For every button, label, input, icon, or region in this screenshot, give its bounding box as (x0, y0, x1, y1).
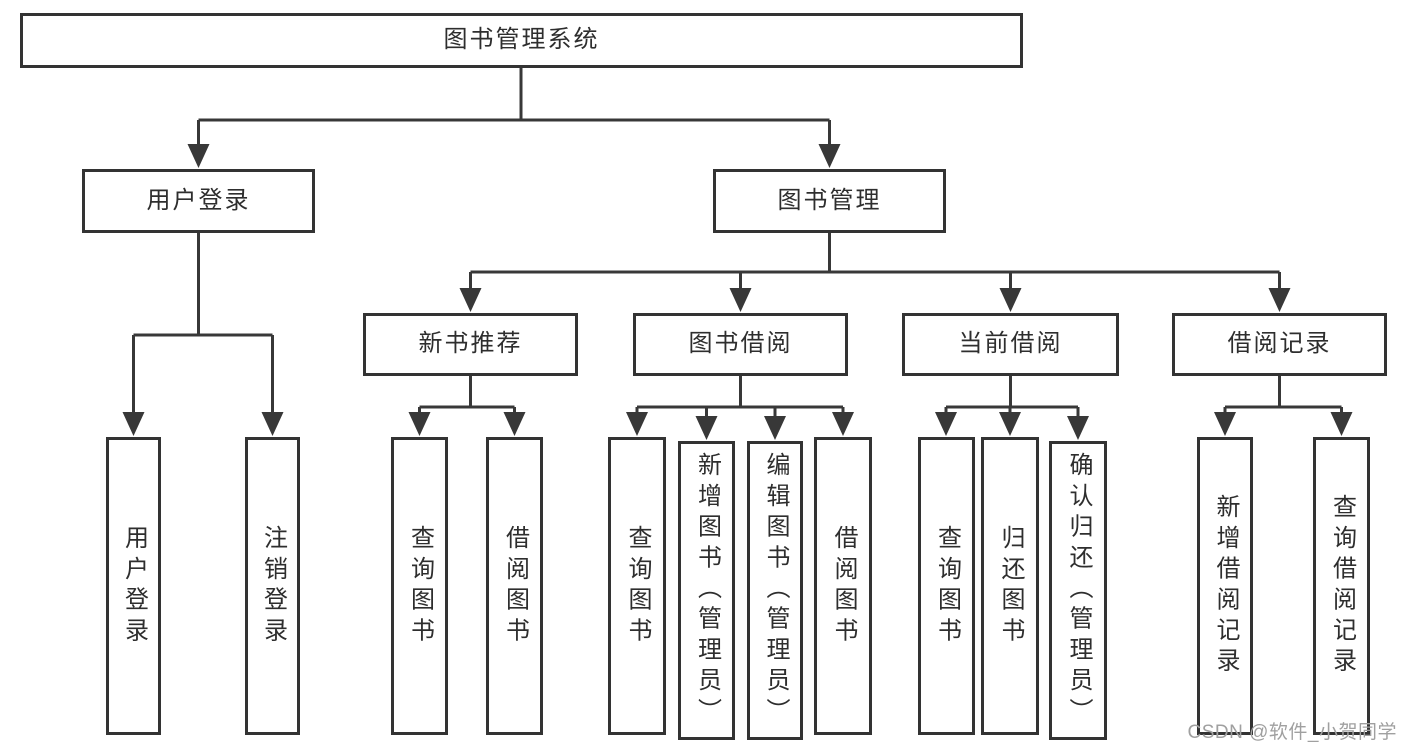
node-label: 查询图书 (933, 524, 961, 648)
node-current-borrowing: 当前借阅 (902, 313, 1119, 376)
node-book-borrowing: 图书借阅 (633, 313, 848, 376)
node-label: 用户登录 (120, 524, 148, 648)
leaf-edit-books-admin: 编辑图书（管理员） (747, 441, 803, 740)
node-label: 编辑图书（管理员） (762, 452, 789, 729)
node-borrowing-records: 借阅记录 (1172, 313, 1387, 376)
node-label: 新增借阅记录 (1212, 493, 1239, 679)
leaf-return-books: 归还图书 (981, 437, 1039, 735)
leaf-add-borrow-record: 新增借阅记录 (1197, 437, 1253, 735)
node-label: 查询图书 (406, 524, 434, 648)
node-label: 新书推荐 (418, 330, 523, 358)
node-label: 图书借阅 (688, 330, 793, 358)
node-label: 借阅记录 (1227, 330, 1332, 358)
leaf-logout: 注销登录 (245, 437, 300, 735)
leaf-user-login: 用户登录 (106, 437, 161, 735)
node-label: 确认归还（管理员） (1065, 452, 1092, 729)
node-label: 新增图书（管理员） (693, 452, 721, 729)
node-library-management-system: 图书管理系统 (20, 13, 1023, 68)
node-label: 查询借阅记录 (1328, 493, 1356, 679)
node-label: 用户登录 (146, 186, 251, 214)
leaf-add-books-admin: 新增图书（管理员） (678, 441, 735, 740)
leaf-query-books-recommend: 查询图书 (391, 437, 448, 735)
node-label: 当前借阅 (958, 330, 1063, 358)
node-label: 图书管理 (777, 186, 882, 214)
leaf-query-books-borrowing: 查询图书 (608, 437, 666, 735)
leaf-borrow-books-borrowing: 借阅图书 (814, 437, 872, 735)
node-user-login-branch: 用户登录 (82, 169, 315, 233)
node-label: 归还图书 (997, 524, 1024, 648)
node-label: 查询图书 (624, 524, 651, 648)
arrowheads (122, 144, 1353, 440)
leaf-borrow-books-recommend: 借阅图书 (486, 437, 543, 735)
csdn-watermark: CSDN @软件_小贺同学 (1187, 722, 1397, 743)
node-label: 借阅图书 (501, 524, 529, 648)
leaf-query-borrow-record: 查询借阅记录 (1313, 437, 1370, 735)
node-new-book-recommendation: 新书推荐 (363, 313, 578, 376)
node-label: 注销登录 (259, 524, 287, 648)
leaf-confirm-return-admin: 确认归还（管理员） (1049, 441, 1107, 740)
leaf-query-books-current: 查询图书 (918, 437, 975, 735)
tree-wires (132, 68, 1343, 424)
node-label: 图书管理系统 (443, 26, 600, 54)
node-book-management-branch: 图书管理 (713, 169, 946, 233)
node-label: 借阅图书 (830, 524, 857, 648)
